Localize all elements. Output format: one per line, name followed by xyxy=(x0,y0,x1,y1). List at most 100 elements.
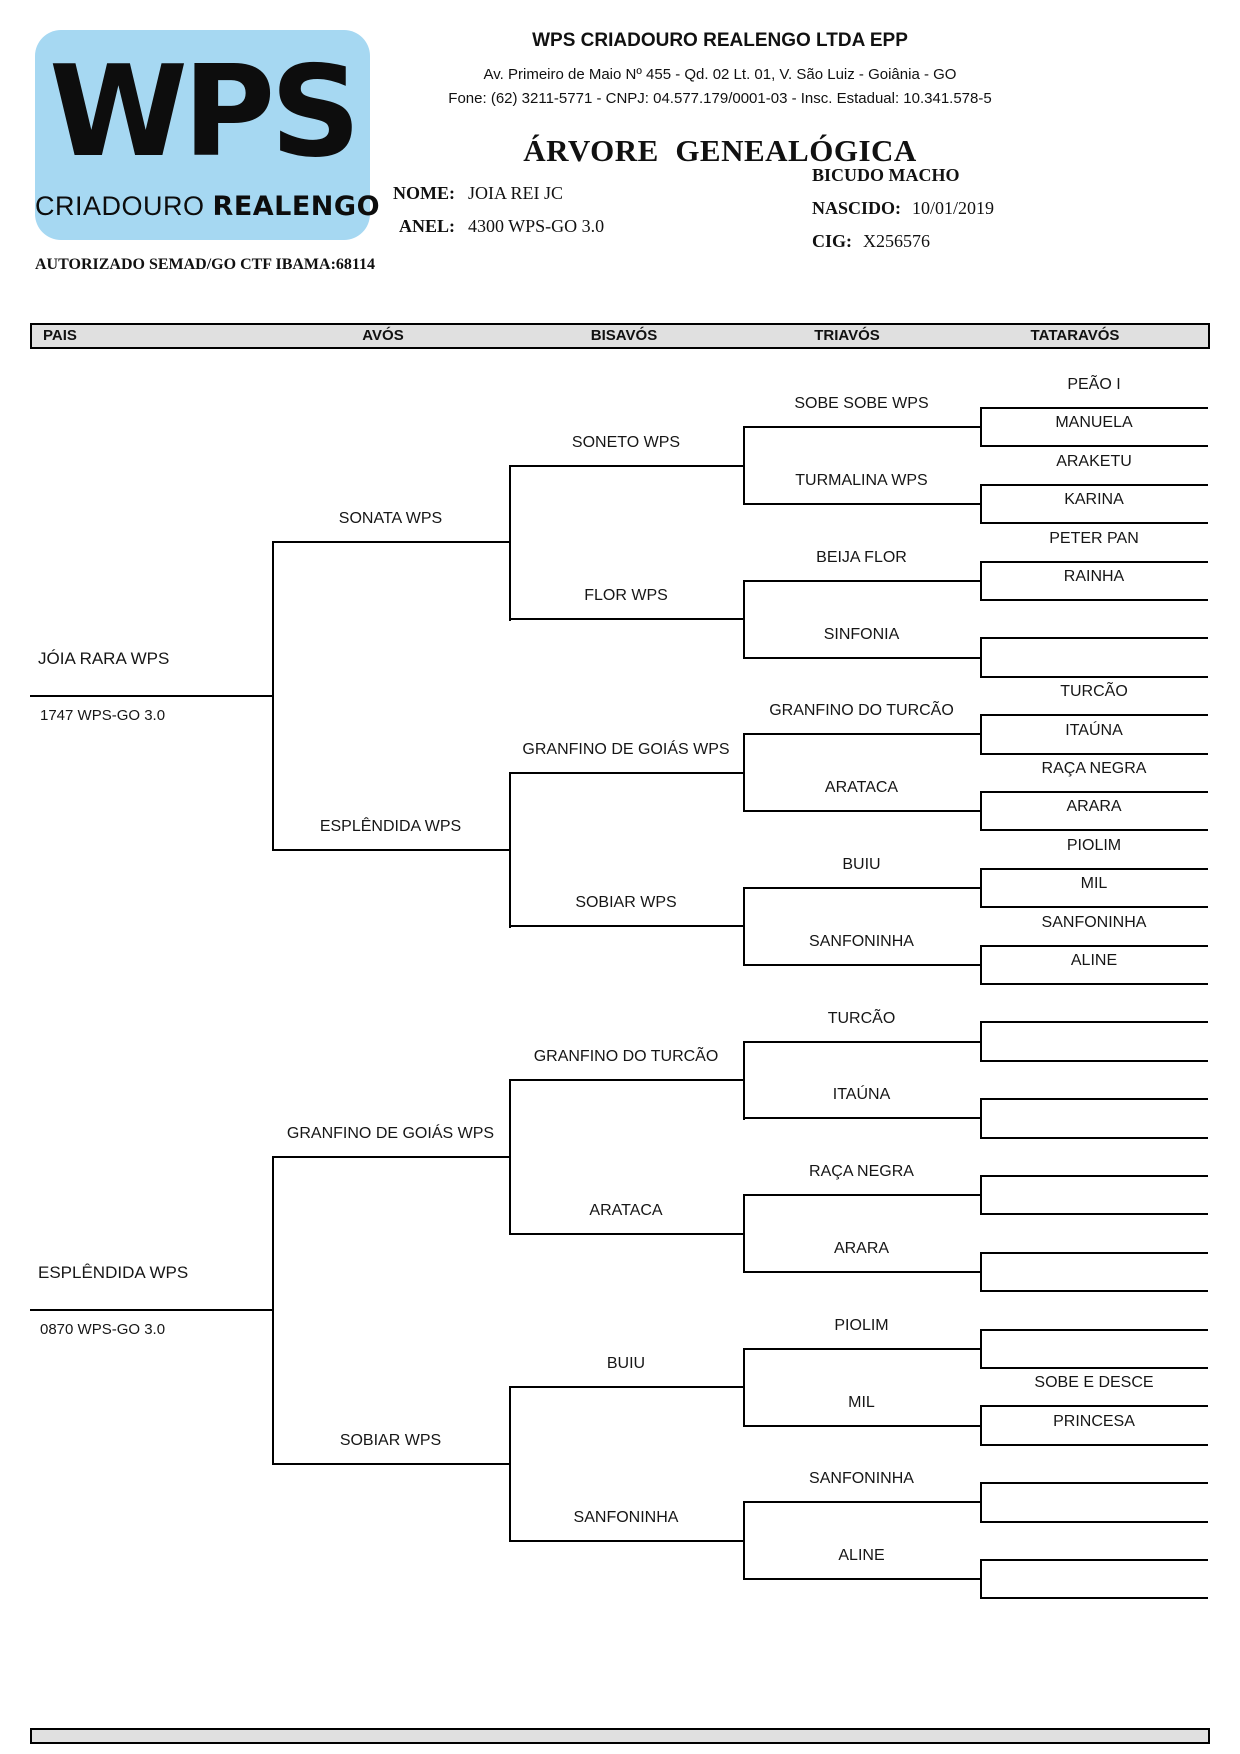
column-header-tataravos: TATARAVÓS xyxy=(1030,327,1120,344)
connector xyxy=(743,1348,745,1427)
tataravos-line xyxy=(980,1021,1208,1023)
ring-number: 0870 WPS-GO 3.0 xyxy=(40,1321,166,1338)
tataravos-name: RAÇA NEGRA xyxy=(1041,760,1147,777)
company-name: WPS CRIADOURO REALENGO LTDA EPP xyxy=(532,30,908,51)
bisavos-line xyxy=(509,1079,743,1081)
avos-line xyxy=(272,1463,509,1465)
tataravos-name: SANFONINHA xyxy=(1041,914,1147,931)
triavos-name: BEIJA FLOR xyxy=(816,549,907,566)
bisavos-name: ARATACA xyxy=(589,1202,663,1219)
company-address: Av. Primeiro de Maio Nº 455 - Qd. 02 Lt.… xyxy=(483,66,957,83)
tataravos-name: KARINA xyxy=(1064,491,1124,508)
anel-row: ANEL: 4300 WPS-GO 3.0 xyxy=(383,216,604,237)
tataravos-name: SOBE E DESCE xyxy=(1034,1374,1154,1391)
tataravos-line xyxy=(980,1367,1208,1369)
subject-info-right: BICUDO MACHO NASCIDO:10/01/2019 CIG:X256… xyxy=(812,165,994,264)
bisavos-line xyxy=(509,1386,743,1388)
species-sex: BICUDO MACHO xyxy=(812,165,960,185)
triavos-line xyxy=(743,887,980,889)
connector xyxy=(980,1559,982,1599)
tataravos-line xyxy=(980,1252,1208,1254)
ring-number: 1747 WPS-GO 3.0 xyxy=(40,707,166,724)
triavos-line xyxy=(743,1348,980,1350)
bisavos-line xyxy=(509,772,743,774)
tataravos-name: MANUELA xyxy=(1055,414,1133,431)
logo-subtitle: CRIADOURO REALENGO xyxy=(35,191,380,222)
tataravos-line xyxy=(980,1098,1208,1100)
tataravos-line xyxy=(980,1213,1208,1215)
bisavos-name: FLOR WPS xyxy=(584,587,668,604)
bisavos-line xyxy=(509,618,743,620)
tataravos-line xyxy=(980,753,1208,755)
triavos-name: SOBE SOBE WPS xyxy=(794,395,929,412)
page-title: ÁRVORE GENEALÓGICA xyxy=(523,133,917,168)
tataravos-line xyxy=(980,522,1208,524)
connector xyxy=(272,541,274,850)
tataravos-line xyxy=(980,1444,1208,1446)
tataravos-line xyxy=(980,561,1208,563)
connector xyxy=(980,1329,982,1369)
tataravos-line xyxy=(980,868,1208,870)
nome-label: NOME: xyxy=(393,183,455,203)
triavos-name: SANFONINHA xyxy=(809,1470,914,1487)
tataravos-line xyxy=(980,791,1208,793)
nome-value: JOIA REI JC xyxy=(468,183,564,203)
tataravos-line xyxy=(980,407,1208,409)
cig-label: CIG: xyxy=(812,231,852,251)
triavos-name: SANFONINHA xyxy=(809,933,914,950)
tataravos-line xyxy=(980,445,1208,447)
connector xyxy=(743,1501,745,1580)
bisavos-line xyxy=(509,1540,743,1542)
column-header-pais: PAIS xyxy=(43,327,77,344)
logo-subtitle-bold: REALENGO xyxy=(212,191,381,222)
triavos-name: ITAÚNA xyxy=(832,1086,891,1103)
connector xyxy=(980,1252,982,1292)
authorization-line: AUTORIZADO SEMAD/GO CTF IBAMA:68114 xyxy=(35,256,376,273)
connector xyxy=(980,484,982,524)
logo-subtitle-light: CRIADOURO xyxy=(35,191,205,221)
bisavos-line xyxy=(509,465,743,467)
tataravos-name: ARARA xyxy=(1066,798,1122,815)
triavos-line xyxy=(743,1117,980,1119)
triavos-line xyxy=(743,733,980,735)
tataravos-line xyxy=(980,1290,1208,1292)
connector xyxy=(980,791,982,831)
triavos-name: MIL xyxy=(848,1394,875,1411)
avos-name: SOBIAR WPS xyxy=(339,1432,442,1449)
tataravos-line xyxy=(980,676,1208,678)
cig-row: CIG: X256576 xyxy=(812,231,994,252)
tataravos-name: ITAÚNA xyxy=(1065,722,1123,739)
tataravos-line xyxy=(980,1329,1208,1331)
triavos-line xyxy=(743,1271,980,1273)
tataravos-line xyxy=(980,1559,1208,1561)
pais-line xyxy=(30,695,272,697)
cig-value: X256576 xyxy=(863,231,930,251)
connector xyxy=(743,1041,745,1120)
triavos-line xyxy=(743,426,980,428)
triavos-line xyxy=(743,580,980,582)
avos-line xyxy=(272,849,509,851)
column-header-avos: AVÓS xyxy=(362,327,404,344)
tataravos-name: RAINHA xyxy=(1063,568,1125,585)
tataravos-line xyxy=(980,983,1208,985)
nascido-label: NASCIDO: xyxy=(812,198,902,218)
avos-name: GRANFINO DE GOIÁS WPS xyxy=(286,1125,495,1142)
triavos-name: TURMALINA WPS xyxy=(795,472,928,489)
column-header-triavos: TRIAVÓS xyxy=(814,327,880,344)
tataravos-name: PIOLIM xyxy=(1066,837,1122,854)
triavos-line xyxy=(743,1425,980,1427)
tataravos-name: PRINCESA xyxy=(1053,1413,1135,1430)
anel-label: ANEL: xyxy=(398,216,455,236)
triavos-name: RAÇA NEGRA xyxy=(809,1163,914,1180)
triavos-line xyxy=(743,657,980,659)
tataravos-name: TURCÃO xyxy=(1060,683,1128,700)
subject-info-left: NOME: JOIA REI JC ANEL: 4300 WPS-GO 3.0 xyxy=(383,183,604,249)
anel-value: 4300 WPS-GO 3.0 xyxy=(468,216,605,236)
connector xyxy=(980,407,982,447)
connector xyxy=(743,426,745,505)
tataravos-line xyxy=(980,1405,1208,1407)
bisavos-line xyxy=(509,1233,743,1235)
tataravos-line xyxy=(980,906,1208,908)
nome-row: NOME: JOIA REI JC xyxy=(383,183,604,204)
